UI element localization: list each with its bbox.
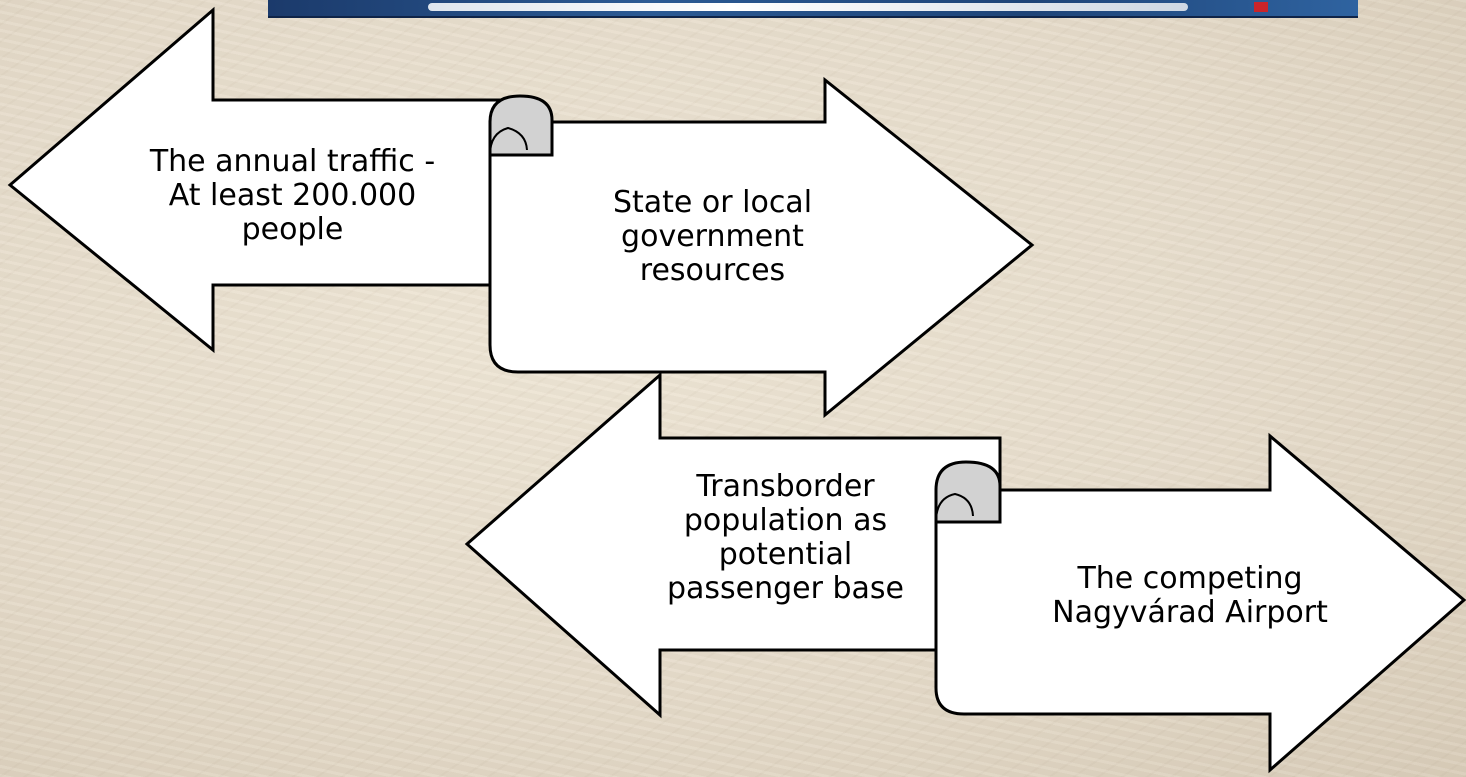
- label-line: The competing: [1077, 561, 1303, 596]
- label-annual-traffic: The annual traffic - At least 200.000 pe…: [100, 145, 485, 247]
- right-arrow-government-resources: [488, 76, 1035, 419]
- label-line: people: [241, 212, 344, 247]
- airplane-image: [428, 3, 1188, 11]
- right-arrow-competing-airport: [934, 432, 1466, 774]
- airplane-tail: [1254, 2, 1268, 12]
- label-line: government: [621, 219, 804, 254]
- header-photo: [268, 0, 1358, 18]
- label-line: Nagyvárad Airport: [1052, 595, 1328, 630]
- label-transborder-population: Transborder population as potential pass…: [618, 470, 953, 606]
- scroll-curl-2: [934, 460, 1002, 524]
- label-line: The annual traffic -: [149, 144, 436, 179]
- label-line: resources: [639, 253, 786, 288]
- label-line: Transborder: [696, 469, 875, 504]
- label-line: State or local: [612, 185, 813, 220]
- label-line: population as: [683, 503, 888, 538]
- label-government-resources: State or local government resources: [560, 186, 865, 288]
- label-line: passenger base: [666, 571, 905, 606]
- label-competing-airport: The competing Nagyvárad Airport: [1000, 562, 1380, 630]
- label-line: At least 200.000: [168, 178, 417, 213]
- label-line: potential: [718, 537, 853, 572]
- scroll-curl-1: [488, 94, 554, 157]
